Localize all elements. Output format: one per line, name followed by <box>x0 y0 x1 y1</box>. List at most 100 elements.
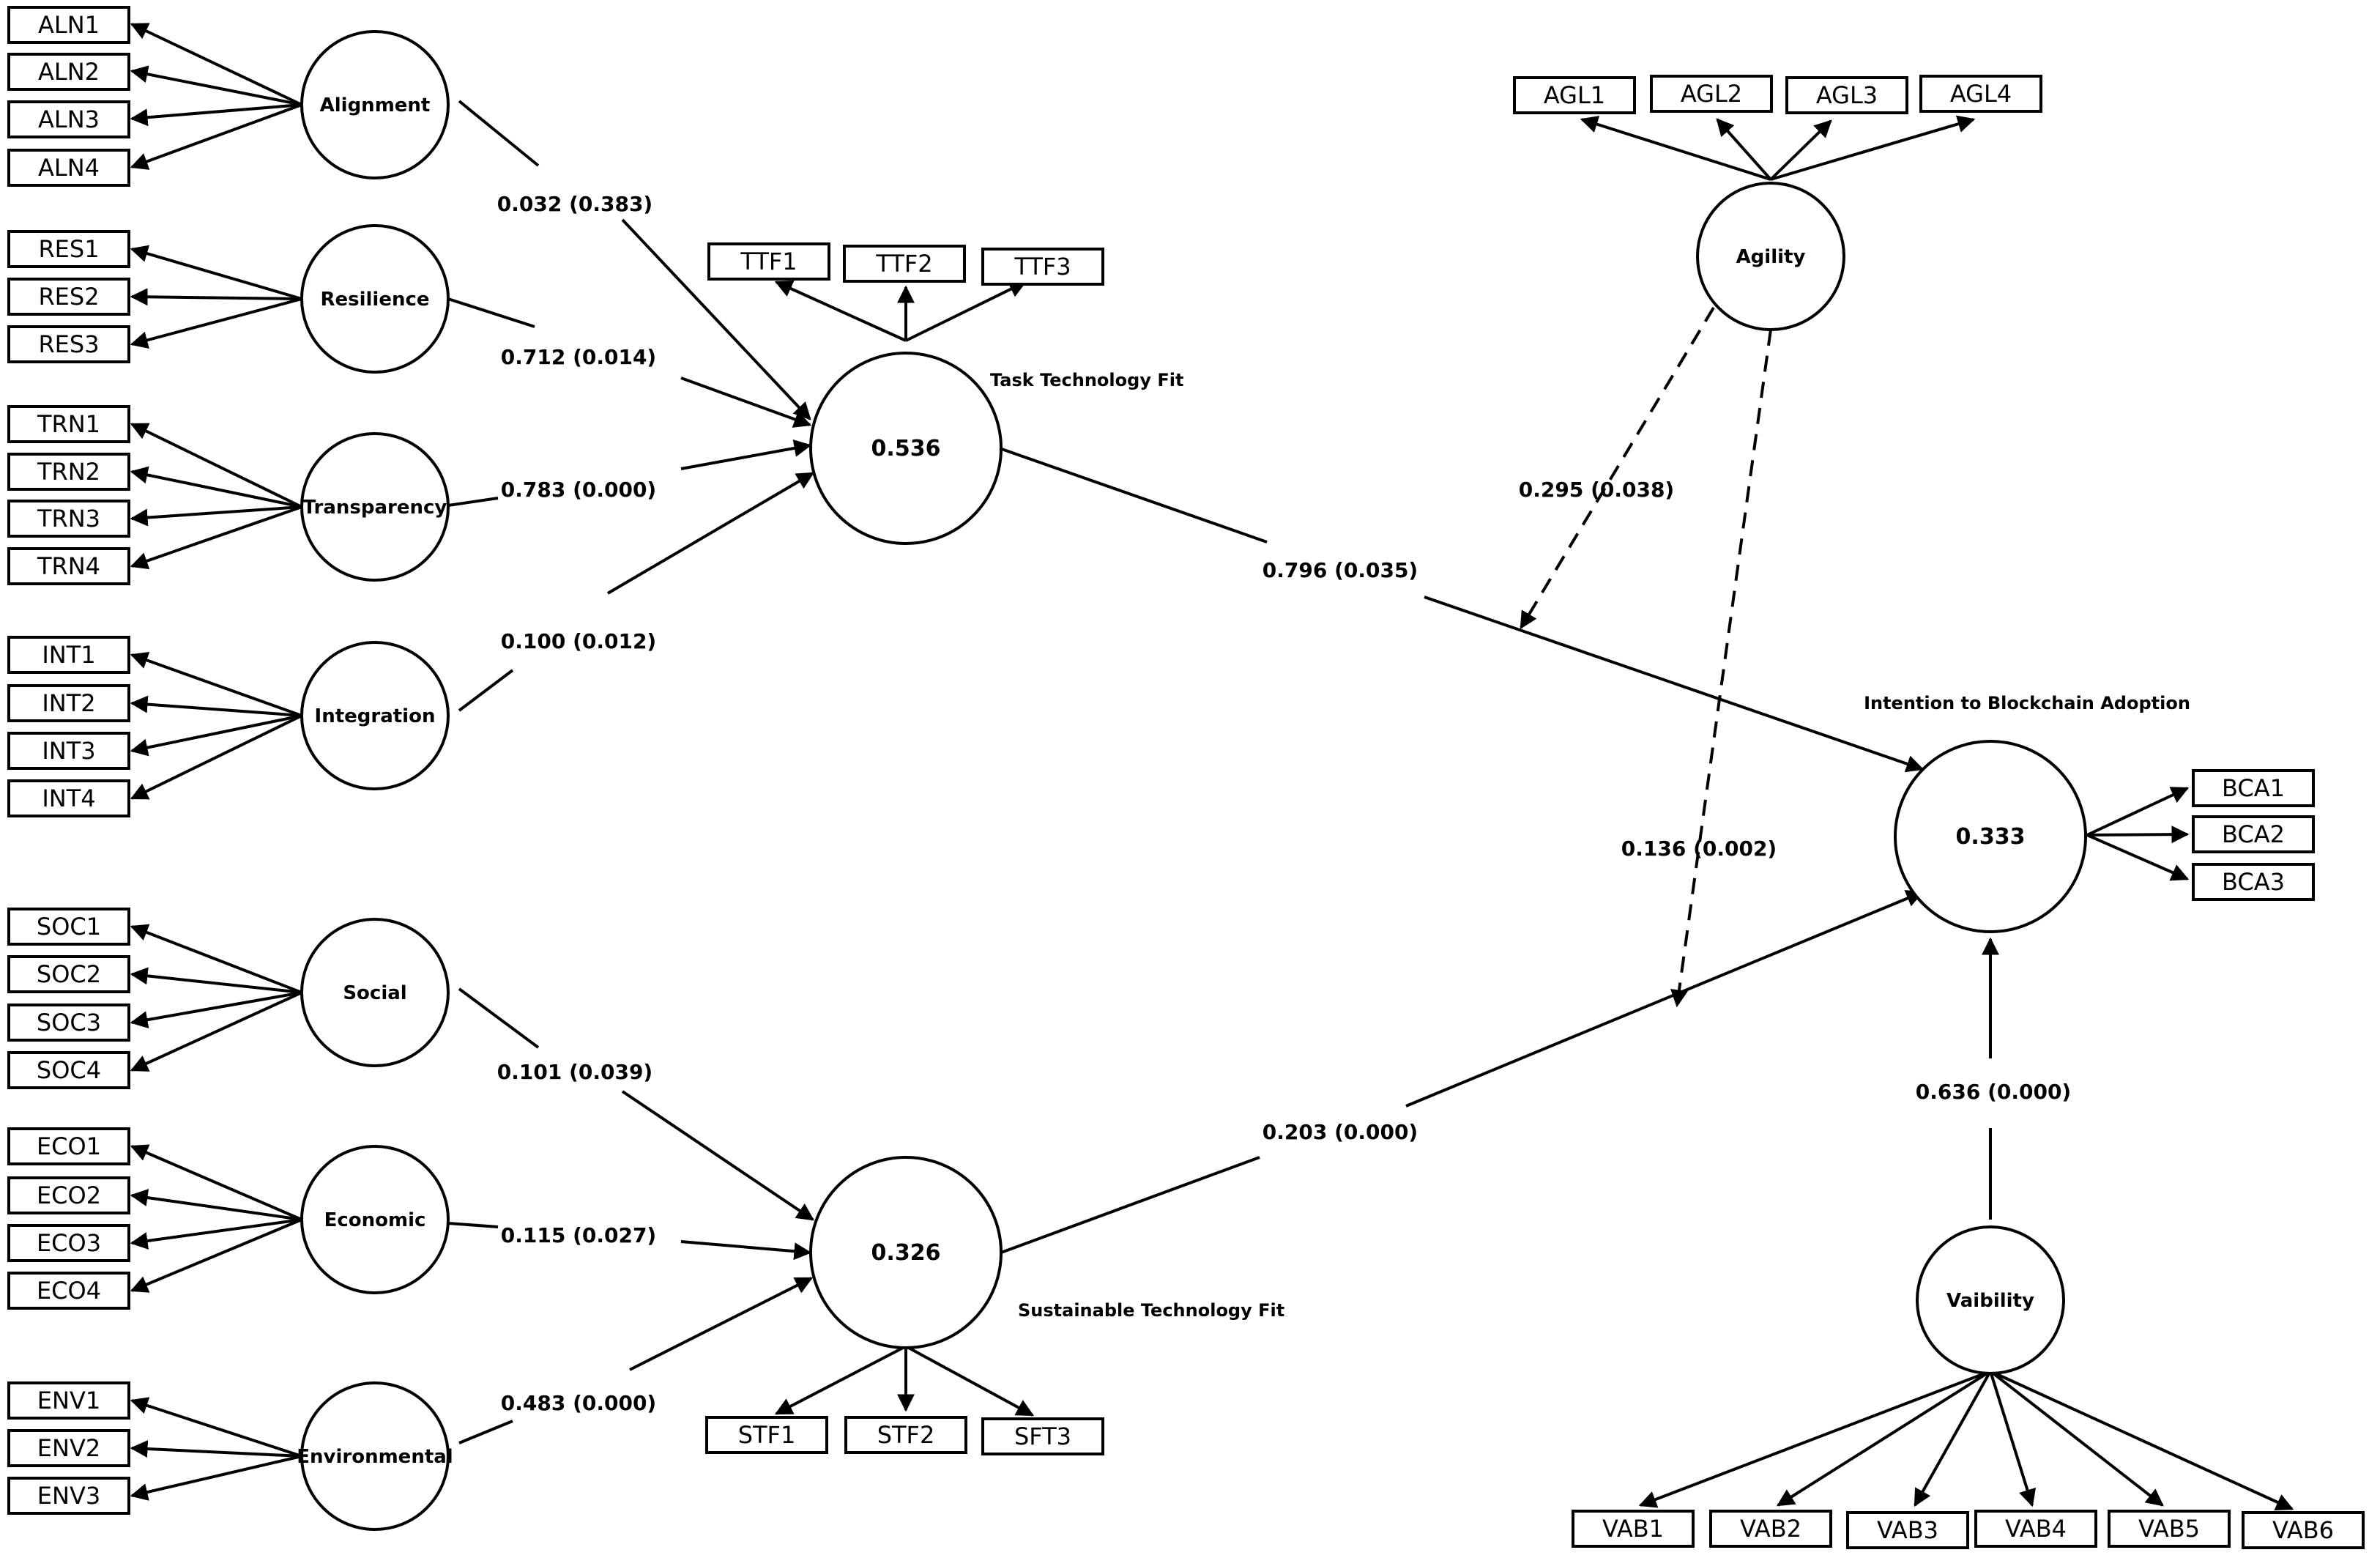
indicator-soc3: SOC3 <box>7 1004 130 1042</box>
svg-text:SOC4: SOC4 <box>37 1056 101 1084</box>
indicator-eco2: ECO2 <box>7 1176 130 1214</box>
construct-environmental: ENV1 ENV2 ENV3 Environmental <box>7 1381 453 1531</box>
stf-title: Sustainable Technology Fit <box>1018 1300 1284 1321</box>
indicator-stf1: STF1 <box>705 1416 828 1454</box>
path-coef-integration-ttf: 0.100 (0.012) <box>501 629 656 653</box>
svg-text:ALN4: ALN4 <box>38 154 100 182</box>
svg-text:VAB5: VAB5 <box>2138 1515 2200 1543</box>
indicator-agl1: AGL1 <box>1513 76 1636 114</box>
bca-r-squared: 0.333 <box>1956 824 2026 850</box>
indicator-ttf3: TTF3 <box>981 248 1104 286</box>
path-coef-alignment-ttf: 0.032 (0.383) <box>497 192 652 216</box>
indicator-stf2: STF2 <box>844 1416 967 1454</box>
paths-to-ttf <box>447 100 815 712</box>
path-ttf-bca <box>999 447 1925 773</box>
svg-text:TTF3: TTF3 <box>1014 253 1071 281</box>
indicator-bca3: BCA3 <box>2192 863 2315 901</box>
indicator-vab2: VAB2 <box>1709 1510 1832 1548</box>
transparency-circle <box>300 432 450 582</box>
svg-text:TRN2: TRN2 <box>37 458 100 486</box>
indicator-res2: RES2 <box>7 278 130 316</box>
svg-text:ALN1: ALN1 <box>38 11 100 39</box>
indicator-bca1: BCA1 <box>2192 769 2315 807</box>
viability-circle <box>1916 1225 2065 1375</box>
indicator-trn1: TRN1 <box>7 405 130 443</box>
svg-text:TTF1: TTF1 <box>740 248 797 275</box>
svg-text:ECO4: ECO4 <box>37 1277 101 1305</box>
indicator-sft3: SFT3 <box>981 1417 1104 1455</box>
construct-resilience: RES1 RES2 RES3 Resilience <box>7 224 450 374</box>
path-coef-viability-bca: 0.636 (0.000) <box>1916 1080 2071 1104</box>
svg-text:INT1: INT1 <box>42 641 95 669</box>
indicator-ttf2: TTF2 <box>843 245 966 283</box>
indicator-trn3: TRN3 <box>7 500 130 538</box>
svg-text:TRN4: TRN4 <box>37 552 100 580</box>
indicator-int1: INT1 <box>7 636 130 674</box>
economic-label: Economic <box>324 1209 426 1231</box>
path-coef-transparency-ttf: 0.783 (0.000) <box>501 478 656 502</box>
paths-to-stf <box>447 987 814 1444</box>
svg-text:RES2: RES2 <box>38 283 99 311</box>
indicator-aln3: ALN3 <box>7 100 130 138</box>
path-coef-resilience-ttf: 0.712 (0.014) <box>501 345 656 369</box>
construct-stf: STF1 STF2 SFT3 0.326 Sustainable Technol… <box>705 1156 1284 1455</box>
svg-text:VAB4: VAB4 <box>2005 1515 2067 1543</box>
svg-text:AGL4: AGL4 <box>1950 80 2012 108</box>
svg-text:ALN2: ALN2 <box>38 58 100 86</box>
indicator-agl4: AGL4 <box>1919 75 2042 113</box>
svg-text:VAB6: VAB6 <box>2272 1516 2334 1544</box>
indicator-env1: ENV1 <box>7 1381 130 1420</box>
alignment-circle <box>300 30 450 179</box>
svg-text:ENV1: ENV1 <box>37 1387 100 1414</box>
indicator-ttf1: TTF1 <box>707 242 830 281</box>
indicator-vab5: VAB5 <box>2108 1510 2231 1548</box>
indicator-soc1: SOC1 <box>7 908 130 946</box>
construct-transparency: TRN1 TRN2 TRN3 TRN4 Transparency <box>7 405 450 585</box>
svg-text:SOC1: SOC1 <box>37 913 101 941</box>
svg-text:ENV2: ENV2 <box>37 1434 100 1462</box>
ttf-title: Task Technology Fit <box>990 370 1183 390</box>
svg-text:SOC3: SOC3 <box>37 1009 101 1036</box>
svg-text:ECO1: ECO1 <box>37 1132 101 1160</box>
indicator-int2: INT2 <box>7 684 130 722</box>
svg-text:BCA2: BCA2 <box>2222 820 2285 848</box>
svg-text:BCA3: BCA3 <box>2222 868 2285 896</box>
svg-text:RES1: RES1 <box>38 235 99 263</box>
construct-agility: AGL1 AGL2 AGL3 AGL4 Agility <box>1513 75 2042 331</box>
integration-label: Integration <box>315 705 436 727</box>
indicator-eco3: ECO3 <box>7 1224 130 1262</box>
indicator-res3: RES3 <box>7 325 130 363</box>
svg-text:VAB1: VAB1 <box>1602 1515 1664 1543</box>
construct-ttf: TTF1 TTF2 TTF3 0.536 Task Technology Fit <box>707 242 1183 545</box>
svg-text:TTF2: TTF2 <box>875 250 932 278</box>
indicator-aln1: ALN1 <box>7 6 130 44</box>
svg-text:ECO2: ECO2 <box>37 1182 101 1209</box>
path-coef-agility-moderation-ttf: 0.295 (0.038) <box>1519 478 1674 502</box>
path-coef-ttf-bca: 0.796 (0.035) <box>1262 558 1418 582</box>
indicator-bca2: BCA2 <box>2192 815 2315 853</box>
path-coef-stf-bca: 0.203 (0.000) <box>1262 1120 1418 1144</box>
svg-text:SOC2: SOC2 <box>37 960 101 988</box>
viability-label: Vaibility <box>1946 1290 2034 1312</box>
svg-text:VAB3: VAB3 <box>1877 1516 1938 1544</box>
transparency-label: Transparency <box>303 497 447 519</box>
alignment-label: Alignment <box>320 94 431 116</box>
environmental-label: Environmental <box>297 1446 453 1468</box>
social-label: Social <box>343 982 406 1004</box>
indicator-eco4: ECO4 <box>7 1272 130 1310</box>
path-coef-agility-moderation-stf: 0.136 (0.002) <box>1621 837 1777 861</box>
economic-circle <box>300 1145 450 1294</box>
path-coef-social-stf: 0.101 (0.039) <box>497 1060 652 1084</box>
path-coef-environmental-stf: 0.483 (0.000) <box>501 1391 656 1415</box>
svg-text:ALN3: ALN3 <box>38 105 100 133</box>
agility-label: Agility <box>1736 246 1806 268</box>
indicator-trn4: TRN4 <box>7 547 130 585</box>
construct-viability: VAB1 VAB2 VAB3 VAB4 VAB5 VAB6 Vaibility <box>1572 1225 2365 1549</box>
indicator-eco1: ECO1 <box>7 1127 130 1165</box>
svg-text:VAB2: VAB2 <box>1740 1515 1801 1543</box>
svg-text:AGL2: AGL2 <box>1681 80 1742 108</box>
construct-social: SOC1 SOC2 SOC3 SOC4 Social <box>7 908 450 1089</box>
svg-text:ECO3: ECO3 <box>37 1229 101 1257</box>
indicator-env2: ENV2 <box>7 1429 130 1467</box>
